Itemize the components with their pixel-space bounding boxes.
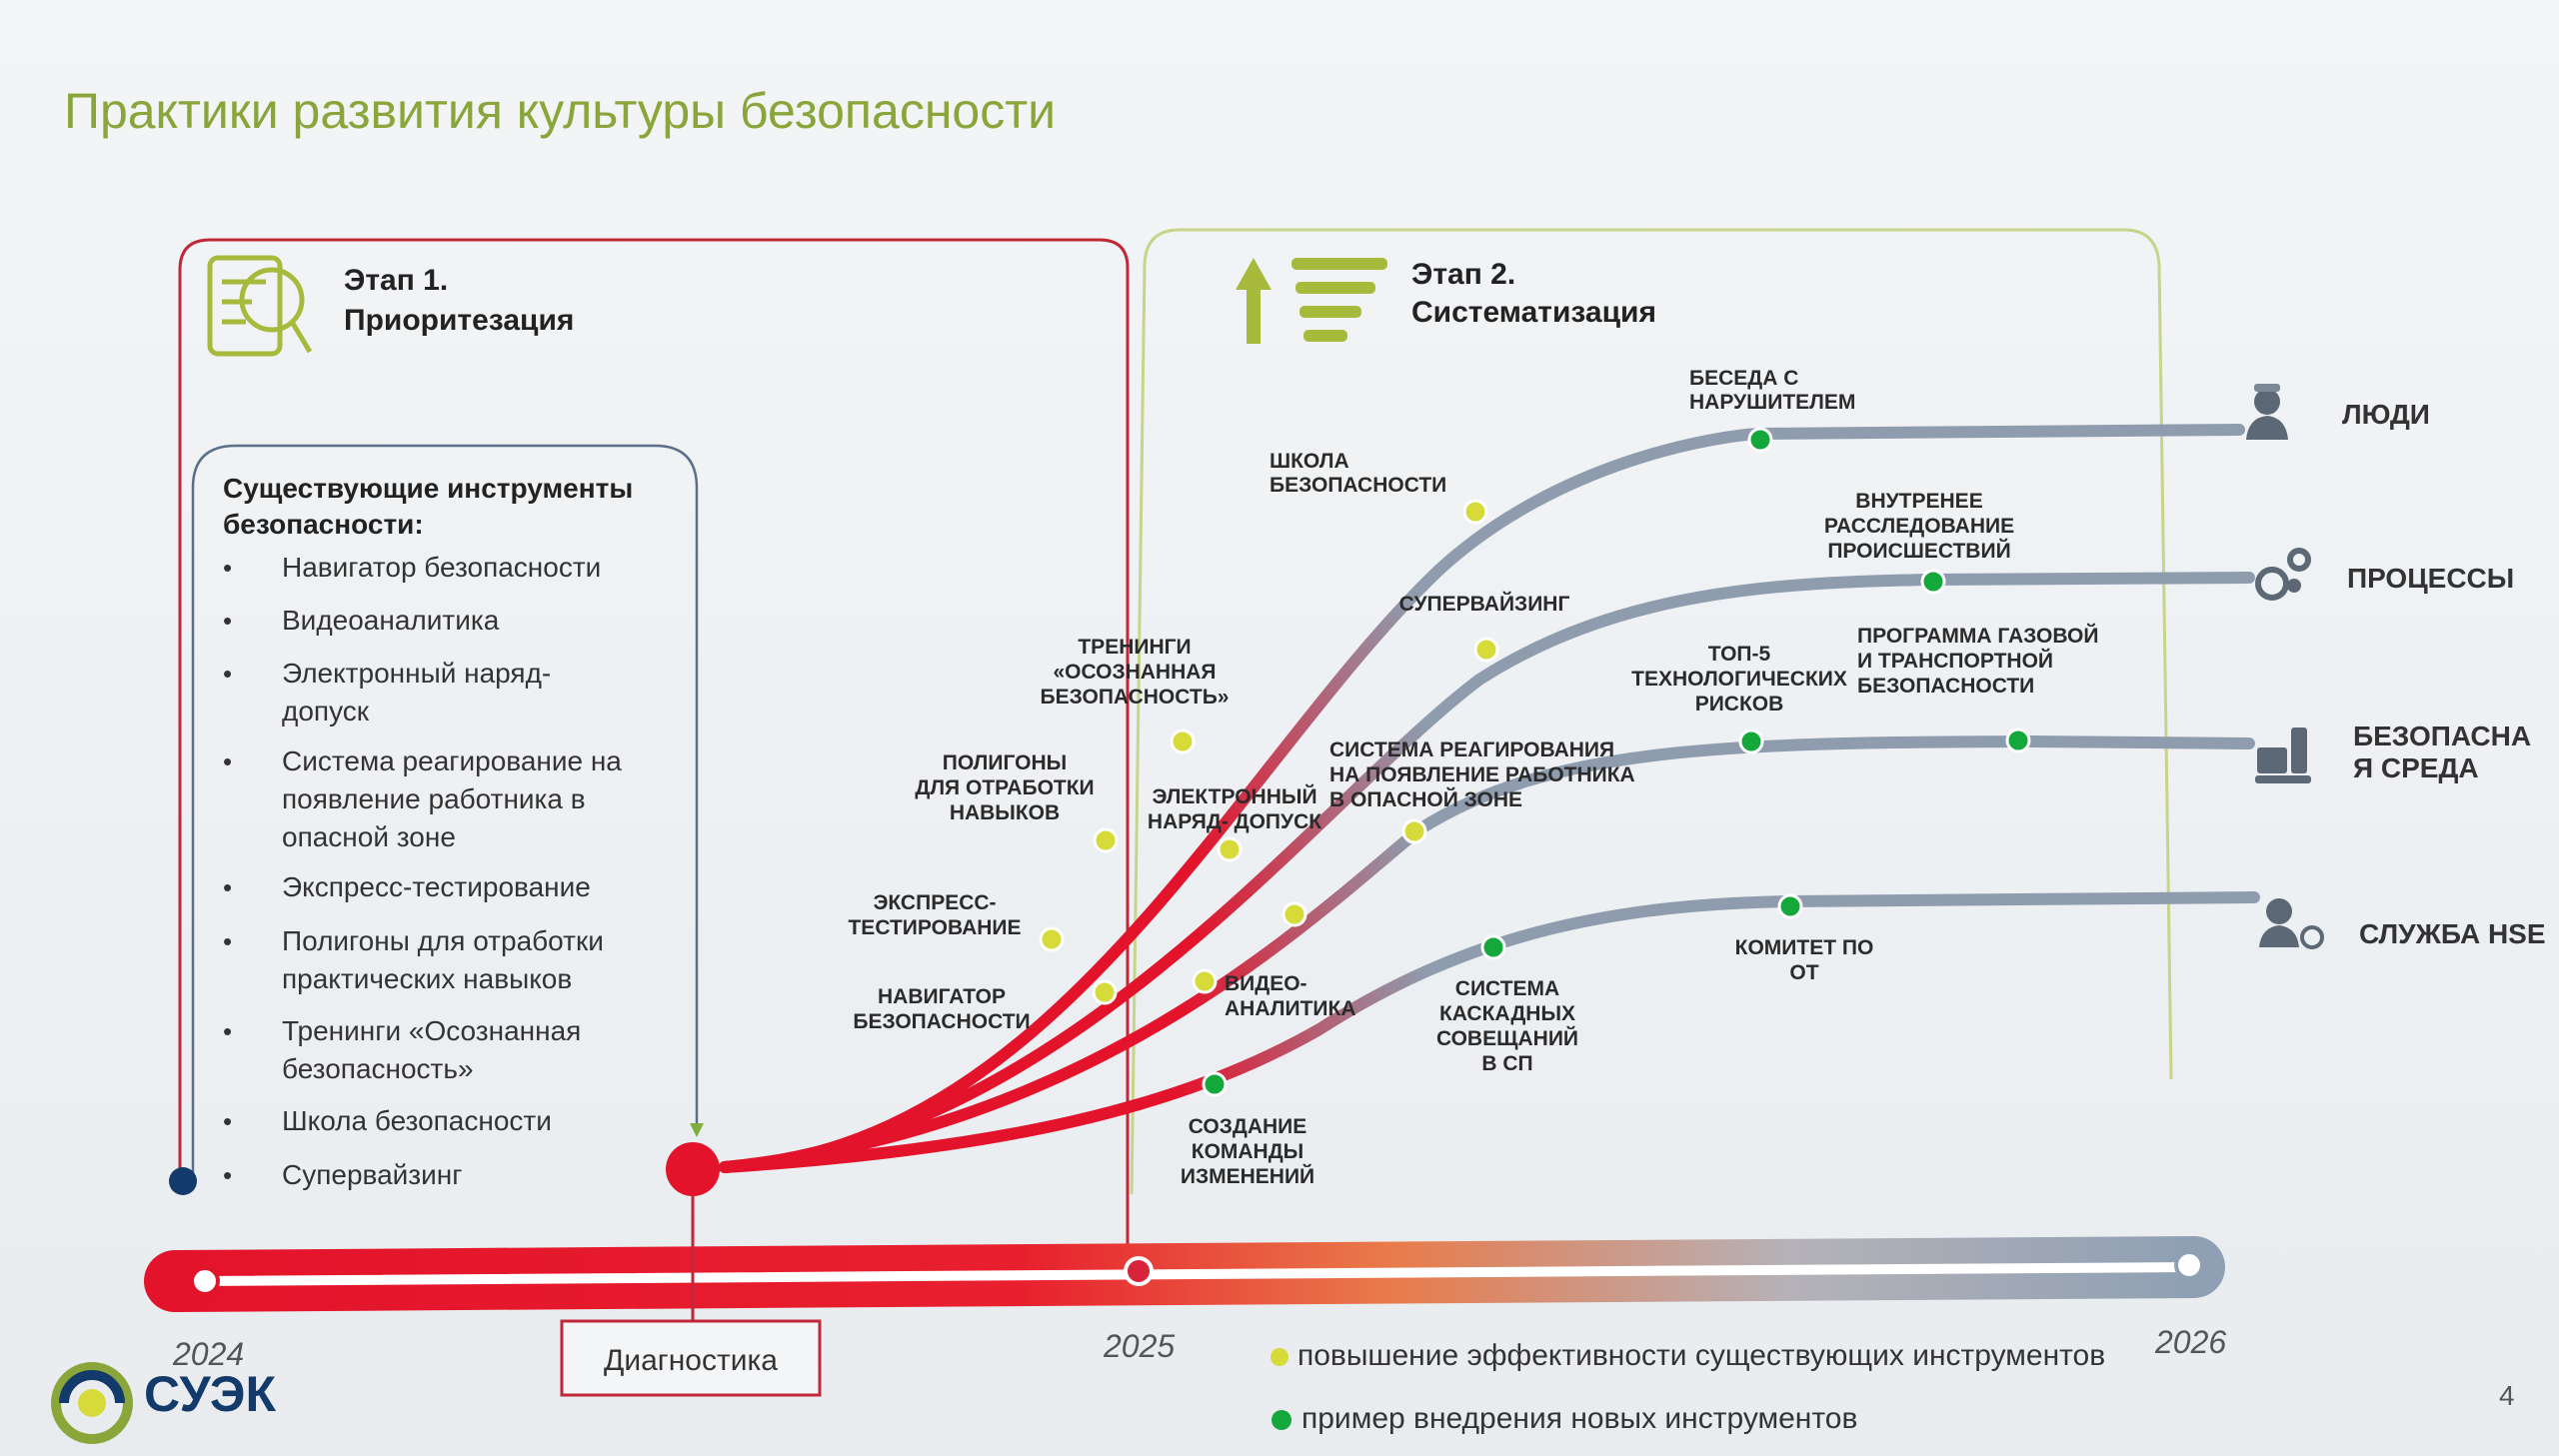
dot-reaction-2 [1281,901,1307,927]
diagnostics-origin-dot [666,1142,720,1196]
legend-yellow-text: повышение эффективности существующих инс… [1297,1339,2105,1372]
label-express: ЭКСПРЕСС-ТЕСТИРОВАНИЕ [848,891,1021,939]
dot-cascade [1480,934,1506,960]
dot-naryad [1217,836,1243,862]
branch-people [719,424,2245,1173]
timeline-2025-marker [1124,1256,1154,1286]
dot-top5 [1738,728,1764,754]
dot-committee [1777,893,1803,919]
year-2024: 2024 [172,1336,244,1372]
gears-icon [2255,548,2311,601]
tools-item: Школа безопасности [282,1105,552,1136]
branch-hse [719,891,2260,1173]
stage1-number: Этап 1. [344,264,448,297]
label-supervising: СУПЕРВАЙЗИНГ [1399,592,1570,616]
tools-bullet: • [223,1160,232,1190]
tools-item: Навигатор безопасности [282,552,601,583]
timeline-inner-line [200,1262,2194,1286]
diagnostics-label: Диагностика [604,1344,778,1377]
dot-poligony [1093,827,1119,853]
logo-text: СУЭК [144,1366,276,1422]
tools-bullet: • [223,872,232,902]
dot-navigator [1092,979,1118,1005]
timeline-end-marker [2174,1250,2204,1280]
timeline-start-marker [190,1266,220,1296]
legend-yellow-dot [1271,1348,1288,1366]
page-title: Практики развития культуры безопасности [64,83,1056,139]
dot-video [1192,968,1218,994]
tools-bullet: • [223,553,232,583]
tools-bullet: • [223,606,232,636]
tools-heading-line2: безопасности: [223,509,424,540]
category-people: ЛЮДИ [2342,399,2430,430]
category-environment-line2: Я СРЕДА [2353,752,2479,783]
dot-gas-program [2005,728,2031,753]
tools-bullet: • [223,1106,232,1136]
stage2-number: Этап 2. [1411,258,1515,291]
year-2026: 2026 [2154,1324,2226,1360]
dot-express [1039,926,1065,952]
tools-item: Электронный наряд-допуск [282,658,551,727]
tools-bullet: • [223,926,232,956]
dot-trainings [1170,728,1196,754]
diagnostics-box [560,1319,822,1397]
tools-arrow-head [690,1123,704,1137]
tools-bullet: • [223,1016,232,1046]
tools-start-dot [169,1167,197,1195]
dot-school [1462,499,1488,525]
stage1-frame [178,238,1130,1289]
tools-box-frame [191,444,699,1179]
tools-item: Экспресс-тестирование [282,871,591,902]
category-processes: ПРОЦЕССЫ [2347,563,2514,594]
stage1-name: Приоритезация [344,304,574,337]
dot-investigation [1920,569,1946,595]
legend-green-text: пример внедрения новых инструментов [1301,1402,1857,1435]
dot-beseda [1747,427,1773,453]
tools-bullet: • [223,746,232,776]
tools-list: • Навигатор безопасности • Видеоаналитика • Э… [223,552,622,1190]
prioritization-icon [207,255,313,357]
dot-supervising [1473,637,1499,663]
tools-item: Видеоаналитика [282,605,500,636]
branch-processes [719,572,2255,1173]
specialist-icon [2259,898,2324,949]
year-2025: 2025 [1103,1328,1175,1364]
stage2-frame [1130,228,2173,1195]
tools-item: Супервайзинг [282,1159,462,1190]
label-video: ВИДЕО-АНАЛИТИКА [1225,972,1356,1020]
tools-heading-line1: Существующие инструменты [223,473,633,504]
company-logo: СУЭК [51,1362,276,1444]
category-hse: СЛУЖБА HSE [2359,918,2546,949]
category-environment-line1: БЕЗОПАСНА [2353,721,2531,751]
person-icon [2246,384,2288,440]
stage2-name: Систематизация [1411,296,1656,329]
systematization-icon [1236,258,1387,344]
page-number: 4 [2499,1380,2515,1411]
tools-bullet: • [223,659,232,689]
dot-team [1202,1071,1228,1097]
machinery-icon [2255,728,2311,783]
legend-green-dot [1272,1410,1291,1430]
dot-reaction [1401,818,1427,844]
